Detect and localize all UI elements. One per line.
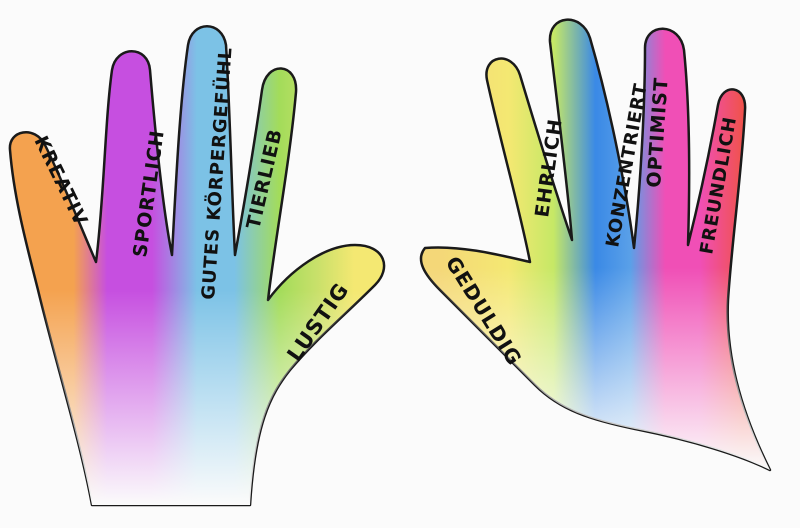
left-hand: KREATIV SPORTLICH GUTES KÖRPERGEFÜHL TIE…: [8, 25, 386, 507]
left-hand-fade: [9, 26, 385, 505]
right-hand: GEDULDIG EHRLICH KONZENTRIERT OPTIMIST F…: [419, 18, 772, 472]
right-hand-fade: [420, 19, 770, 471]
